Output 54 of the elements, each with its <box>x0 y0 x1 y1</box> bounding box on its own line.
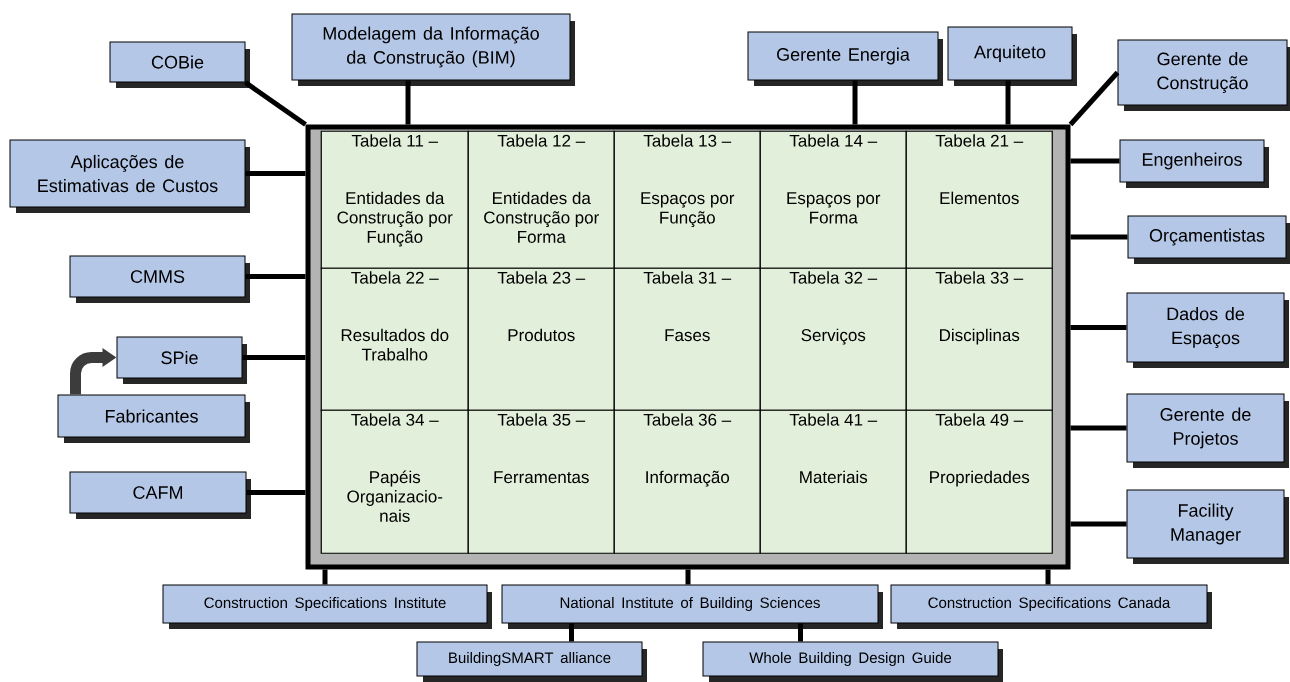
connector-line <box>242 355 306 360</box>
connector-line <box>1070 521 1127 527</box>
label-box: Aplicações de Estimativas de Custos <box>9 139 250 213</box>
label-box: Gerente de Projetos <box>1126 393 1289 468</box>
label-box: SPie <box>116 336 247 384</box>
label-box: CAFM <box>69 471 251 519</box>
connector-line <box>798 623 803 642</box>
table-cell: Tabela 36 – Informação <box>613 409 761 554</box>
table-cell: Tabela 32 – Serviços <box>759 267 907 411</box>
label-box: Gerente Energia <box>747 31 943 86</box>
table-cell: Tabela 34 – Papéis Organizacio-nais <box>320 409 469 554</box>
label-box: Dados de Espaços <box>1126 292 1289 368</box>
label-box: Arquiteto <box>947 26 1077 86</box>
label-box: Facility Manager <box>1126 489 1289 564</box>
table-cell: Tabela 31 – Fases <box>613 267 761 411</box>
connector-line <box>405 80 411 125</box>
label-box: Construction Specifications Canada <box>890 584 1212 629</box>
label-box: Modelagem da Informação da Construção (BIM) <box>291 13 575 86</box>
table-cell: Tabela 14 – Espaços por Forma <box>759 130 907 269</box>
connector-line <box>245 274 306 279</box>
table-cell: Tabela 13 – Espaços por Função <box>613 130 761 269</box>
label-box: COBie <box>109 41 250 88</box>
connector-line <box>1070 325 1127 330</box>
connector-line <box>1070 234 1128 240</box>
connector-line <box>852 80 858 125</box>
table-cell: Tabela 11 – Entidades da Construção por Função <box>320 130 469 269</box>
connector-line <box>685 569 691 585</box>
label-box: Fabricantes <box>57 394 250 443</box>
table-cell: Tabela 21 – Elementos <box>905 130 1053 269</box>
label-box: Gerente de Construção <box>1117 39 1290 111</box>
connector-line <box>1045 569 1051 585</box>
label-box: Orçamentistas <box>1127 215 1290 264</box>
label-box: Construction Specifications Institute <box>162 584 492 629</box>
connector-line <box>322 569 328 585</box>
connector-line <box>1070 425 1127 431</box>
label-box: BuildingSMART alliance <box>416 641 647 682</box>
label-box: National Institute of Building Sciences <box>501 584 883 629</box>
label-box: Whole Building Design Guide <box>702 641 1003 682</box>
connector-line <box>246 490 306 495</box>
connector-line <box>244 80 307 127</box>
label-box: CMMS <box>69 255 250 303</box>
connector-line <box>1070 158 1120 164</box>
connector-line <box>1005 80 1011 125</box>
connector-line <box>1068 70 1120 127</box>
connector-line <box>245 171 306 176</box>
table-cell: Tabela 23 – Produtos <box>467 267 615 411</box>
table-cell: Tabela 35 – Ferramentas <box>467 409 615 554</box>
table-cell: Tabela 33 – Disciplinas <box>905 267 1053 411</box>
table-cell: Tabela 41 – Materiais <box>759 409 907 554</box>
table-cell: Tabela 22 – Resultados do Trabalho <box>320 267 469 411</box>
table-cell: Tabela 12 – Entidades da Construção por Forma <box>467 130 615 269</box>
table-cell: Tabela 49 – Propriedades <box>905 409 1053 554</box>
label-box: Engenheiros <box>1119 139 1269 188</box>
connector-line <box>569 623 574 642</box>
